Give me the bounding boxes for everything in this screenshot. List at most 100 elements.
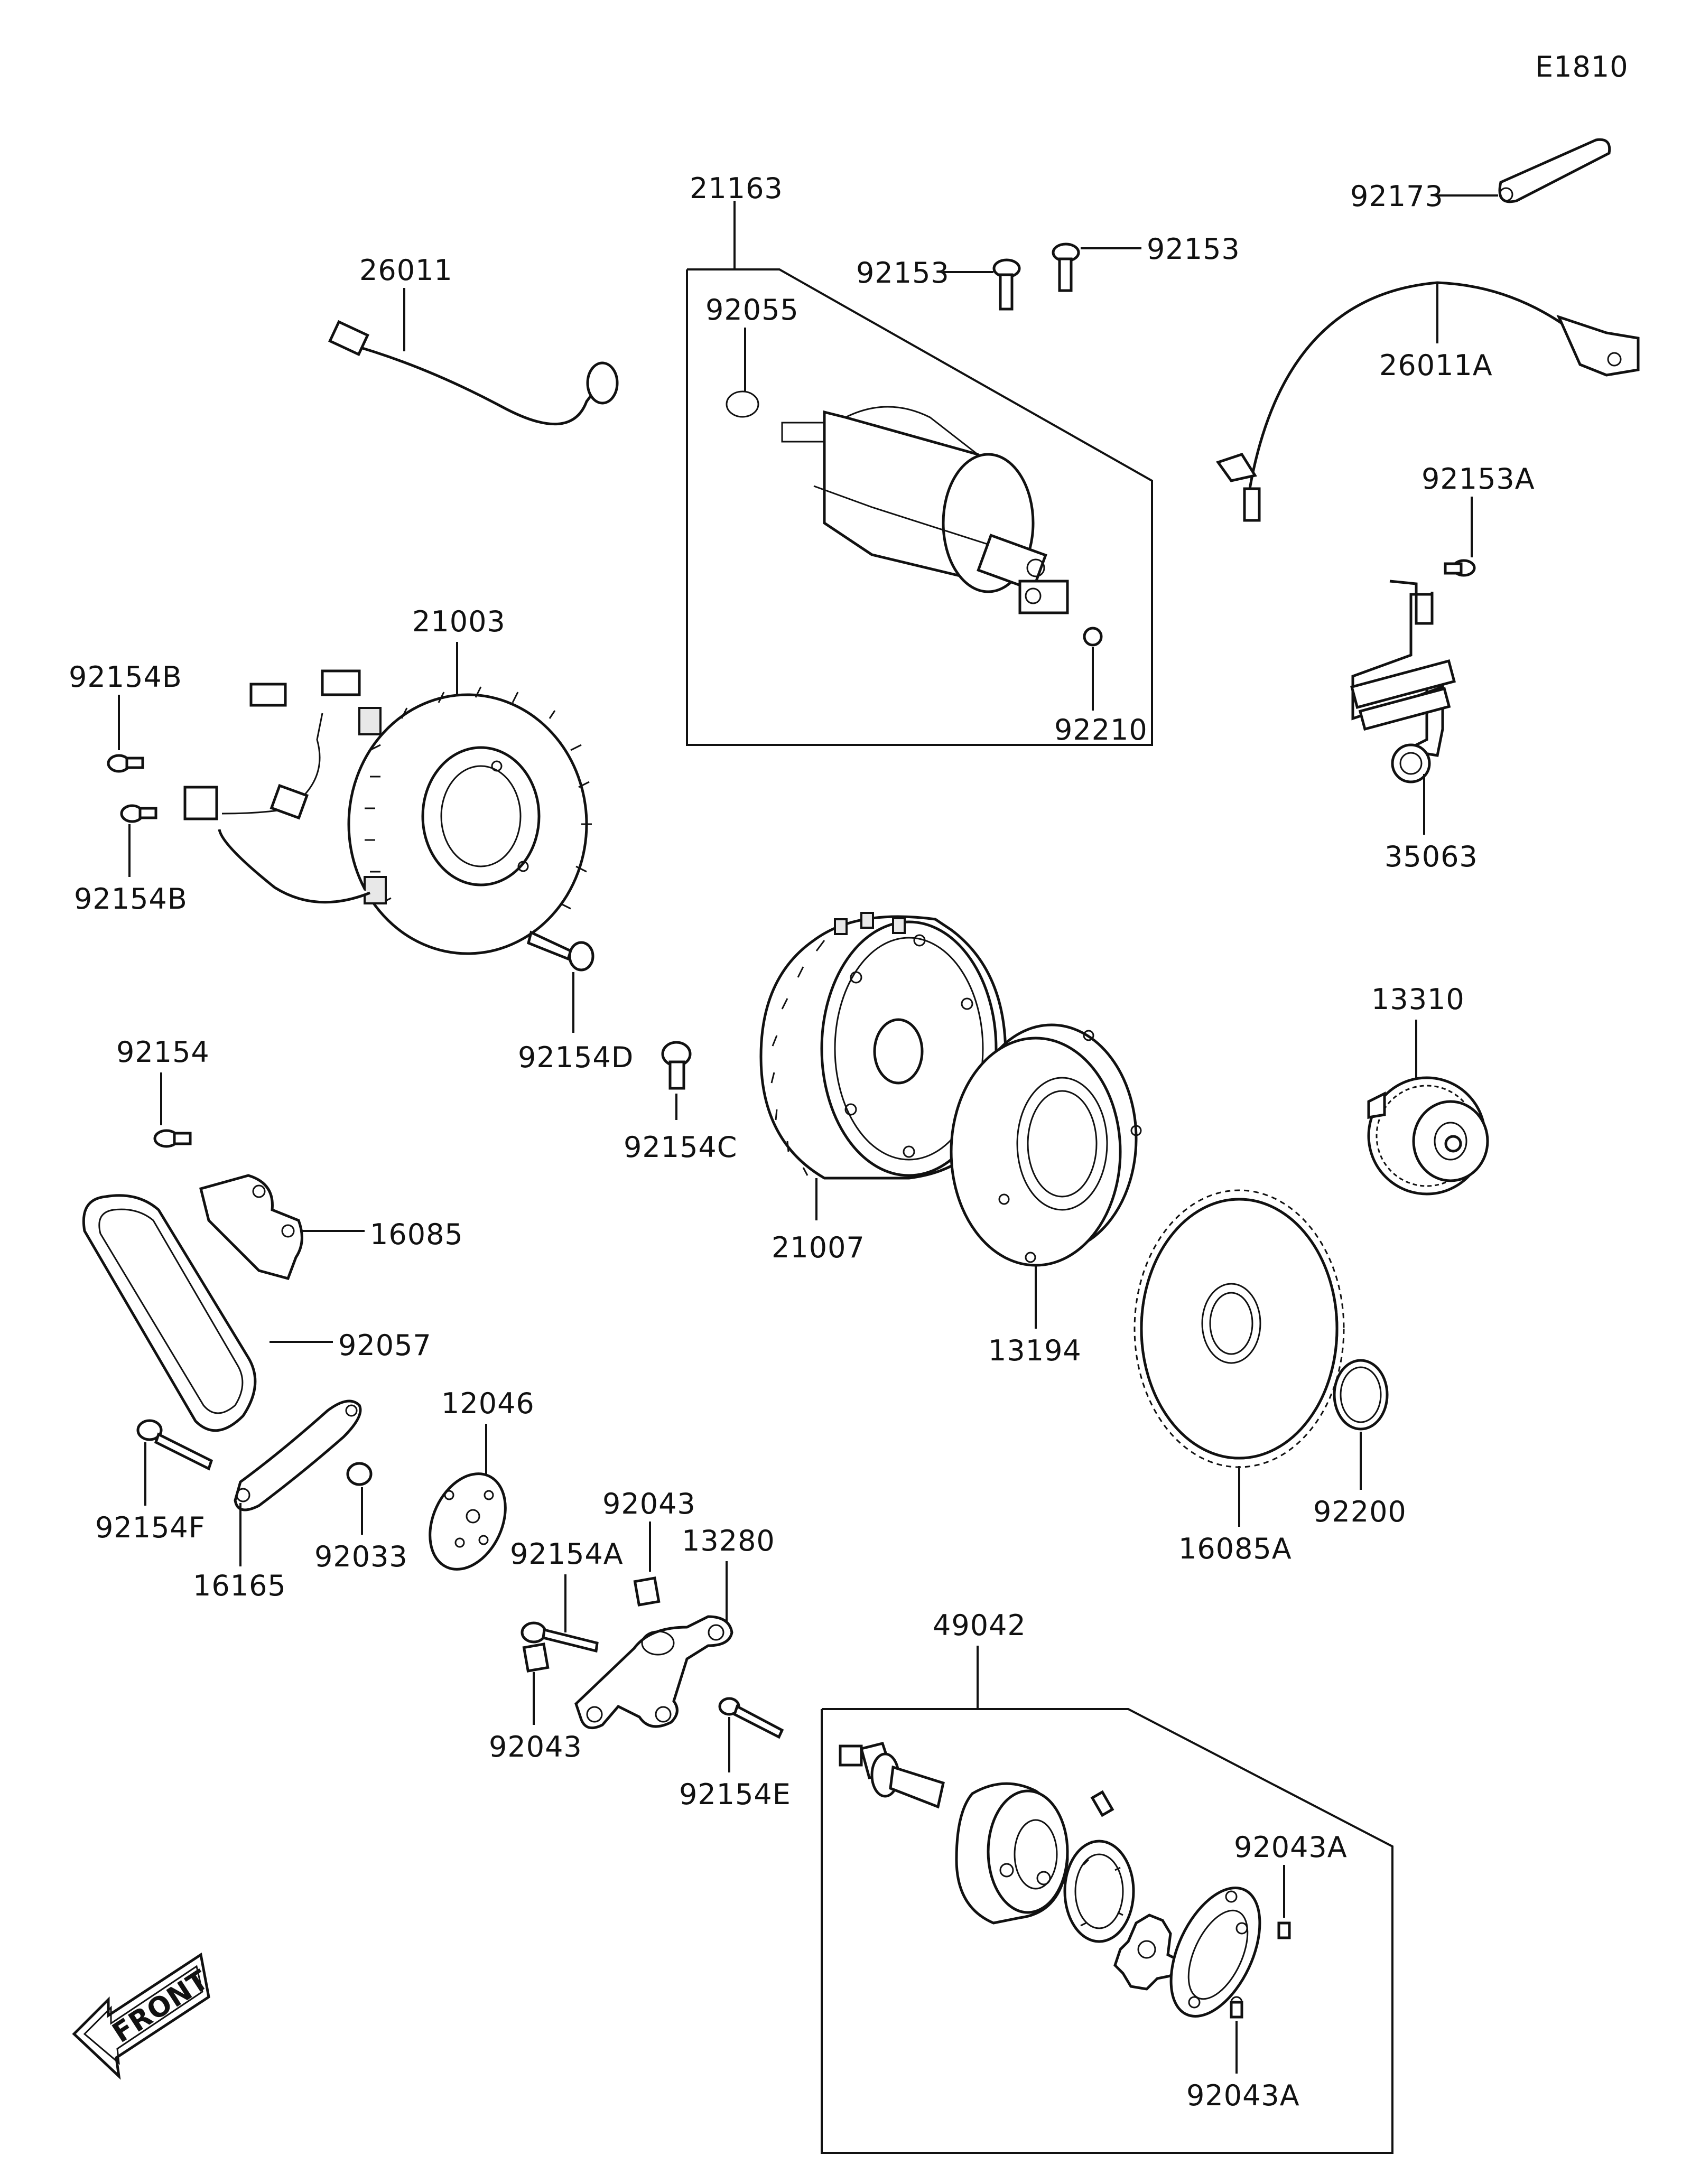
label-13280[interactable]: 13280	[682, 1524, 775, 1557]
label-92154B-top[interactable]: 92154B	[69, 660, 182, 694]
label-92154E[interactable]: 92154E	[679, 1778, 791, 1811]
label-12046[interactable]: 12046	[441, 1387, 535, 1420]
bolt-92153-left[interactable]	[992, 258, 1021, 311]
gear-13310-group: 13310	[1367, 983, 1489, 1196]
clip-92033-group: 92033	[314, 1462, 408, 1573]
dowel-92043A-top[interactable]	[1277, 1921, 1291, 1939]
label-92043A-top[interactable]: 92043A	[1234, 1831, 1348, 1864]
label-92043-bottom[interactable]: 92043	[489, 1730, 582, 1763]
rotor-group: 21007	[759, 912, 1007, 1264]
plate-12046[interactable]	[415, 1461, 520, 1581]
starter-clutch-13194[interactable]	[950, 1023, 1142, 1267]
label-92154D[interactable]: 92154D	[518, 1041, 634, 1074]
bolt-92154F-group: 92154F	[95, 1419, 213, 1544]
label-92043A-bottom[interactable]: 92043A	[1186, 2079, 1300, 2112]
plate-12046-group: 12046	[415, 1387, 535, 1581]
chain-group: 16085 92057	[82, 1174, 463, 1432]
connector-a[interactable]	[321, 669, 361, 696]
bolt-92154C[interactable]	[661, 1041, 692, 1090]
pump-shaft[interactable]	[839, 1742, 945, 1809]
label-92057[interactable]: 92057	[338, 1329, 432, 1362]
label-49042[interactable]: 49042	[933, 1609, 1026, 1642]
label-92154F[interactable]: 92154F	[95, 1511, 206, 1544]
label-26011A[interactable]: 26011A	[1379, 349, 1493, 382]
bolts-92154B: 92154B 92154B	[69, 660, 188, 916]
label-21007[interactable]: 21007	[772, 1231, 865, 1264]
pump-cover[interactable]	[1153, 1874, 1278, 2030]
diagram-code: E1810	[1535, 50, 1629, 83]
rotor-21007[interactable]	[759, 912, 1007, 1180]
washer-92200[interactable]	[1333, 1359, 1389, 1431]
label-26011[interactable]: 26011	[359, 254, 453, 287]
connector-c[interactable]	[183, 786, 218, 820]
pin-92043-bottom[interactable]	[522, 1642, 550, 1673]
stator-group: 21003	[183, 605, 592, 955]
bolt-92153A[interactable]	[1444, 559, 1476, 577]
label-13310[interactable]: 13310	[1371, 983, 1465, 1016]
clip-92033[interactable]	[346, 1462, 373, 1486]
guide-16165[interactable]	[234, 1399, 362, 1511]
terminal-92173[interactable]	[1498, 138, 1611, 203]
guide-16085[interactable]	[199, 1174, 303, 1281]
nut-92210[interactable]	[1083, 627, 1103, 647]
pump-pin-small[interactable]	[1090, 1790, 1114, 1817]
holder-group: 92043 13280 92154A 92043 92	[489, 1487, 791, 1811]
bolt-92154B-bottom[interactable]	[120, 804, 157, 823]
pump-body[interactable]	[955, 1782, 1069, 1925]
chain-92057[interactable]	[82, 1194, 257, 1432]
front-arrow: FRONT	[72, 1952, 215, 2080]
bolt-92153-right[interactable]	[1052, 242, 1080, 292]
pin-92043-top[interactable]	[633, 1576, 661, 1607]
label-92154[interactable]: 92154	[116, 1035, 210, 1069]
bolt-92154-group: 92154	[116, 1035, 210, 1148]
label-21003[interactable]: 21003	[412, 605, 506, 638]
label-92033[interactable]: 92033	[314, 1540, 408, 1573]
starter-motor[interactable]	[781, 406, 1069, 614]
battery-cable-26011A[interactable]	[1248, 281, 1565, 489]
label-21163[interactable]: 21163	[690, 172, 783, 205]
label-13194[interactable]: 13194	[988, 1334, 1082, 1367]
label-16085[interactable]: 16085	[370, 1218, 463, 1251]
label-92173[interactable]: 92173	[1350, 180, 1444, 213]
label-92153-left[interactable]: 92153	[856, 256, 950, 290]
stator-21003[interactable]	[347, 686, 592, 955]
label-92154A[interactable]: 92154A	[510, 1537, 624, 1571]
bolt-92154A[interactable]	[521, 1621, 599, 1653]
label-16165[interactable]: 16165	[193, 1569, 286, 1602]
label-92200[interactable]: 92200	[1313, 1495, 1407, 1528]
oil-pump-group: 49042	[821, 1609, 1393, 2154]
guide-16165-group: 16165	[193, 1399, 362, 1602]
starter-motor-group: 21163 92055 92210	[686, 172, 1153, 746]
gear-16085A[interactable]	[1133, 1189, 1345, 1468]
bolt-92154F[interactable]	[136, 1419, 213, 1471]
label-92210[interactable]: 92210	[1054, 713, 1148, 746]
bracket-group: 92153A 35063	[1350, 462, 1535, 873]
gear-16085A-group: 16085A	[1133, 1189, 1345, 1565]
dowel-92043A-bottom[interactable]	[1230, 2001, 1243, 2019]
label-92154C[interactable]: 92154C	[624, 1131, 738, 1164]
cable-26011-group: 26011	[328, 254, 619, 426]
pump-outer-rotor[interactable]	[1063, 1840, 1135, 1943]
connector-b[interactable]	[249, 683, 287, 707]
label-92055[interactable]: 92055	[705, 293, 799, 326]
label-92043-top[interactable]: 92043	[602, 1487, 696, 1520]
bolt-92154D-group: 92154D	[518, 930, 634, 1074]
gear-13310[interactable]	[1367, 1076, 1489, 1196]
clutch-group: 13194	[950, 1023, 1142, 1367]
bolt-92154E[interactable]	[718, 1697, 784, 1739]
label-92153A[interactable]: 92153A	[1421, 462, 1535, 496]
stator-wire-harness[interactable]	[218, 829, 370, 904]
bolt-92154B-top[interactable]	[107, 754, 144, 773]
label-92154B-bottom[interactable]: 92154B	[74, 882, 188, 916]
bolts-92153: 92153 92153	[856, 232, 1240, 311]
label-16085A[interactable]: 16085A	[1178, 1532, 1292, 1565]
label-92153-right[interactable]: 92153	[1147, 232, 1240, 266]
washer-92200-group: 92200	[1313, 1359, 1407, 1528]
bolt-92154D[interactable]	[527, 930, 594, 972]
bolt-92154C-group: 92154C	[624, 1041, 738, 1164]
label-35063[interactable]: 35063	[1385, 840, 1478, 873]
bolt-92154[interactable]	[153, 1129, 192, 1148]
cable-26011A-group: 92173 26011A	[1215, 138, 1640, 522]
holder-13280[interactable]	[574, 1615, 733, 1730]
